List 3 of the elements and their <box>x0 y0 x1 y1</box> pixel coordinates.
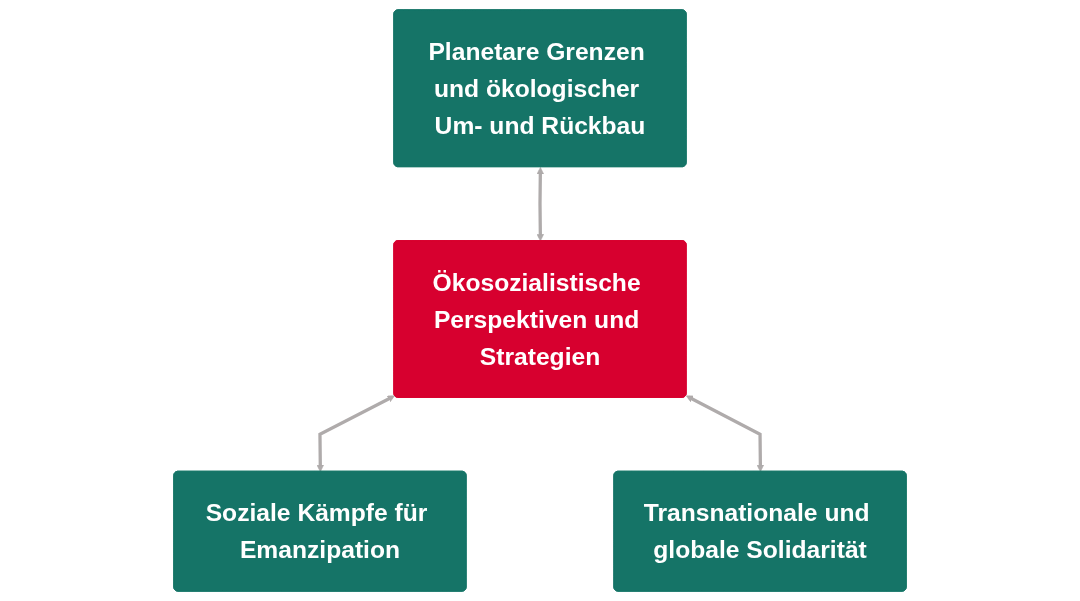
arrow <box>316 395 395 472</box>
arrow <box>536 167 544 242</box>
arrow <box>686 395 764 472</box>
